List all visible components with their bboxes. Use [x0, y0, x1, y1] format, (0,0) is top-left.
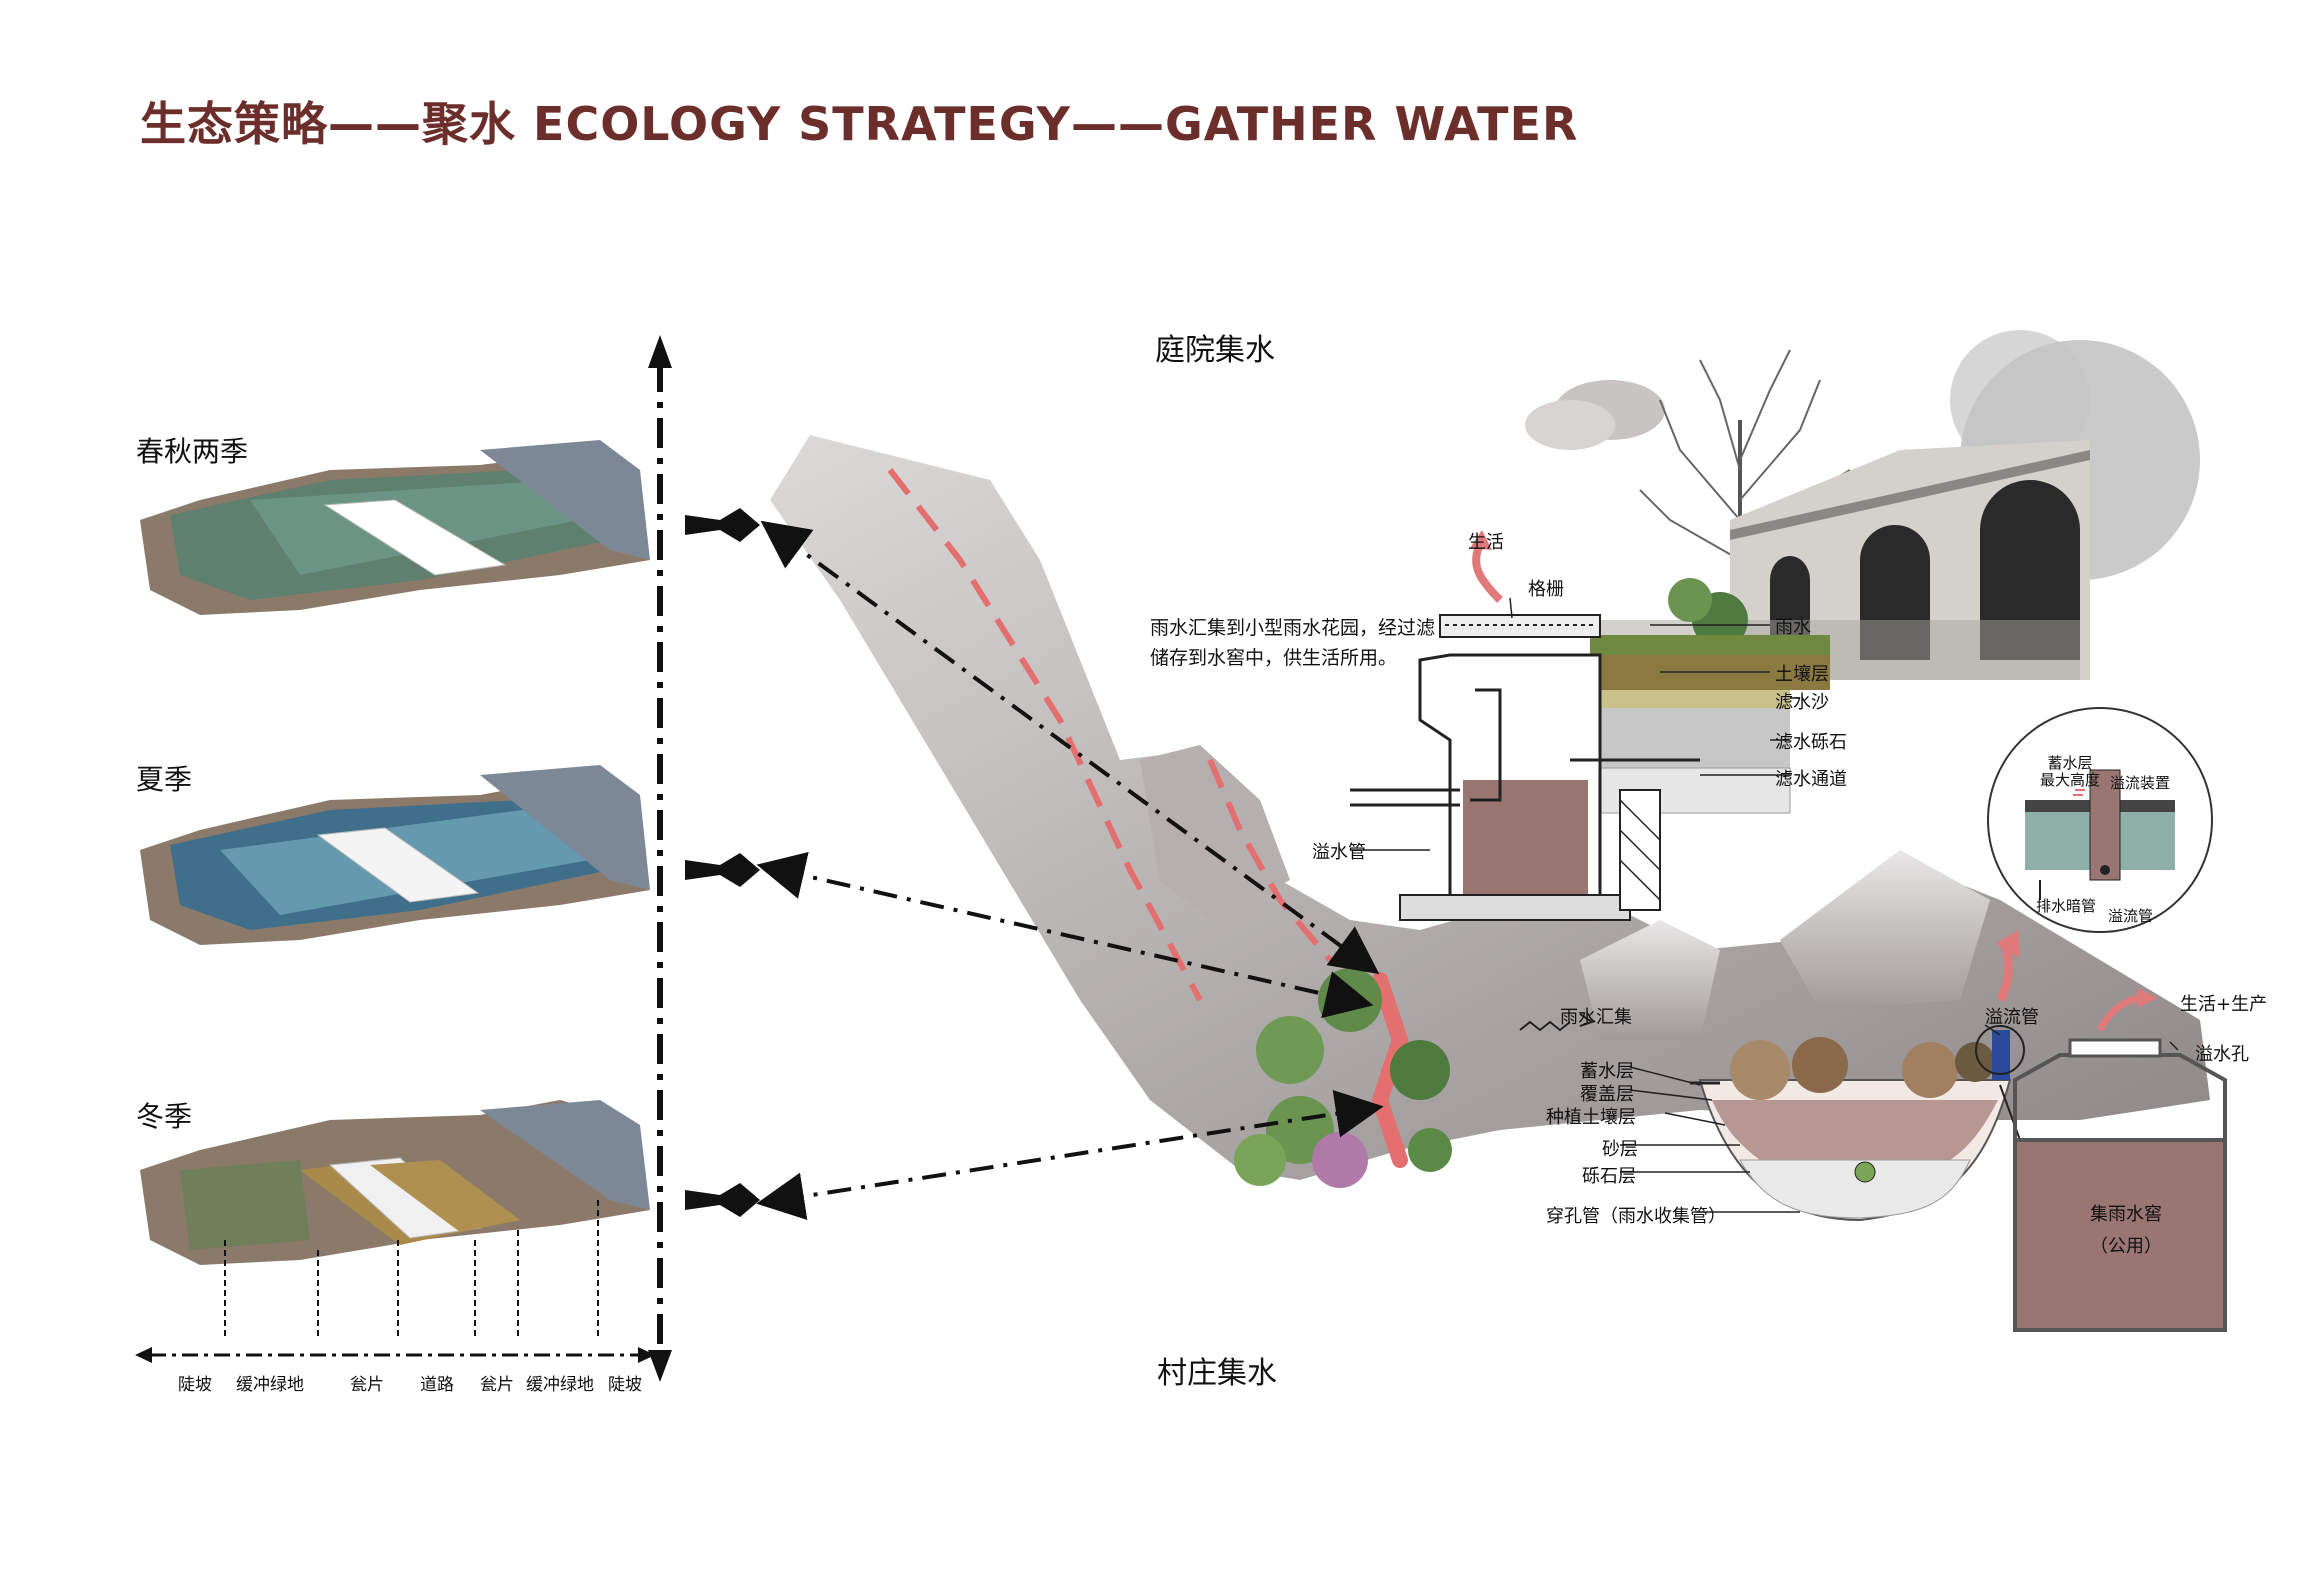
bioretention-basin [1519, 930, 2227, 1332]
courtyard-note-line2: 储存到水窖中，供生活所用。 [1150, 647, 1398, 669]
layer-cover-label: 覆盖层 [1580, 1084, 1634, 1105]
page-title: 生态策略——聚水 ECOLOGY STRATEGY——GATHER WATER [140, 97, 1579, 151]
detail-overflow-pipe-label: 溢流管 [2108, 907, 2154, 925]
village-use-label: 生活+生产 [2180, 994, 2268, 1015]
village-overflow-pipe-label: 溢流管 [1985, 1007, 2039, 1028]
section-model-summer [140, 765, 650, 945]
season-link-lines [756, 520, 1384, 1221]
season-pointer-arrows [685, 508, 760, 1217]
soil-layer-label: 土壤层 [1775, 664, 1829, 685]
section-label-road: 道路 [420, 1375, 454, 1395]
courtyard-note-line1: 雨水汇集到小型雨水花园，经过滤 [1150, 617, 1436, 639]
season-label-summer: 夏季 [136, 763, 193, 796]
filter-sand-label: 滤水沙 [1775, 692, 1829, 713]
axis-down-arrow [648, 1350, 672, 1382]
filter-gravel-label: 滤水砾石 [1775, 732, 1847, 753]
overflow-hole-label: 溢水孔 [2195, 1044, 2249, 1065]
layer-sand-label: 砂层 [1602, 1139, 1638, 1160]
courtyard-use-label: 生活 [1468, 532, 1504, 553]
season-label-winter: 冬季 [136, 1100, 193, 1133]
axis-up-arrow [648, 335, 672, 368]
rain-collect-label: 雨水汇集 [1560, 1007, 1632, 1028]
section-label-buffer-green-2: 缓冲绿地 [526, 1375, 594, 1395]
storage-height-label: 蓄水层 最大高度 [2040, 754, 2101, 789]
courtyard-heading: 庭院集水 [1155, 333, 1275, 368]
rain-garden-leaders [1350, 597, 1800, 851]
section-leader-lines [224, 1200, 599, 1340]
season-label-spring-autumn: 春秋两季 [136, 435, 249, 468]
section-model-spring-autumn [140, 440, 650, 615]
perforated-pipe-label: 穿孔管（雨水收集管） [1546, 1206, 1726, 1227]
layer-planting-soil-label: 种植土壤层 [1546, 1107, 1636, 1128]
drain-pipe-label: 排水暗管 [2036, 897, 2097, 915]
basin-leaders [1620, 1024, 2179, 1213]
filter-channel-label: 滤水通道 [1775, 769, 1847, 790]
courtyard-building [1525, 330, 2200, 680]
section-label-shards-2: 瓮片 [480, 1375, 514, 1395]
section-model-winter [140, 1100, 650, 1265]
rain-label: 雨水 [1775, 617, 1811, 638]
layer-gravel-label: 砾石层 [1582, 1166, 1636, 1187]
section-label-shards: 瓮片 [350, 1375, 384, 1395]
section-label-steep-slope: 陡坡 [178, 1375, 212, 1395]
overflow-device-label: 溢流装置 [2110, 774, 2171, 792]
rain-garden-section [1350, 530, 1830, 921]
section-label-steep-slope-2: 陡坡 [608, 1375, 642, 1395]
section-label-buffer-green: 缓冲绿地 [236, 1375, 304, 1395]
cistern-public-label: （公用） [2090, 1236, 2162, 1257]
cistern-label: 集雨水窖 [2090, 1204, 2162, 1225]
layer-storage-label: 蓄水层 [1580, 1061, 1634, 1082]
overflow-pipe-label: 溢水管 [1312, 842, 1366, 863]
village-heading: 村庄集水 [1157, 1356, 1277, 1391]
grate-label: 格栅 [1528, 579, 1564, 600]
overflow-detail-circle [1987, 707, 2213, 933]
